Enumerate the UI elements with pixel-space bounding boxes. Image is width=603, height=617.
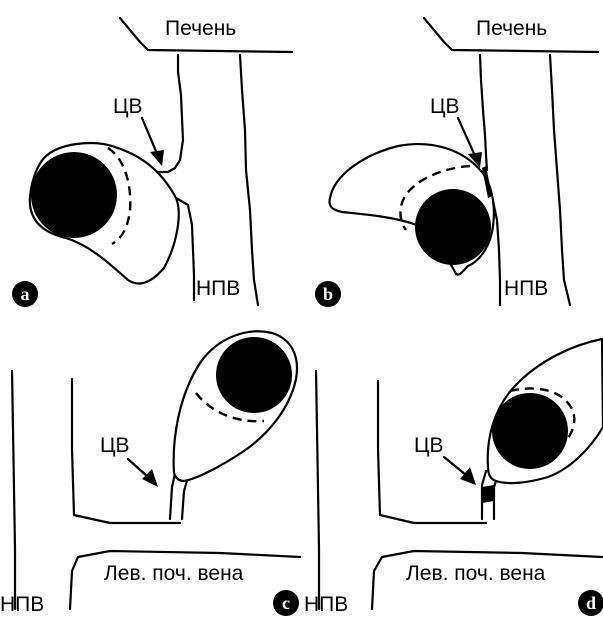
liver-label: Печень bbox=[476, 18, 547, 39]
ivc-label: НПВ bbox=[504, 278, 548, 299]
panel-badge: b bbox=[315, 281, 341, 307]
panel-a: Печень ЦВ НПВ a bbox=[0, 0, 301, 308]
panel-badge: c bbox=[273, 590, 299, 616]
ivc-right-wall bbox=[240, 55, 258, 305]
renal-vein-label: Лев. поч. вена bbox=[104, 563, 243, 584]
balloon-marker bbox=[216, 337, 292, 413]
cv-label: ЦВ bbox=[113, 96, 143, 117]
liver-label: Печень bbox=[165, 18, 236, 39]
panel-b-drawing bbox=[302, 0, 603, 308]
cv-arrow-shaft bbox=[444, 457, 466, 475]
ivc-label: НПВ bbox=[0, 594, 44, 615]
panel-c: ЦВ Лев. поч. вена НПВ c bbox=[0, 309, 301, 617]
cv-arrow-head bbox=[150, 150, 164, 166]
cv-arrow-head bbox=[460, 467, 476, 485]
cv-arrow-shaft bbox=[128, 459, 148, 477]
cv-occlusion-segment bbox=[482, 485, 494, 503]
cv-right-wall bbox=[182, 477, 188, 519]
cv-arrow-shaft bbox=[142, 118, 158, 156]
ivc-left-wall bbox=[316, 371, 319, 609]
balloon-marker bbox=[31, 152, 117, 238]
renal-vein-label: Лев. поч. вена bbox=[406, 563, 545, 584]
panel-d: ЦВ Лев. поч. вена НПВ d bbox=[302, 309, 603, 617]
ivc-left-wall bbox=[12, 371, 15, 609]
panel-b: Печень ЦВ НПВ b bbox=[302, 0, 603, 308]
cv-label: ЦВ bbox=[430, 96, 460, 117]
balloon-marker bbox=[415, 189, 491, 265]
cv-label: ЦВ bbox=[100, 435, 130, 456]
ivc-label: НПВ bbox=[304, 594, 348, 615]
panel-a-drawing bbox=[0, 0, 301, 308]
ivc-label: НПВ bbox=[196, 278, 240, 299]
balloon-marker bbox=[492, 393, 568, 469]
ivc-right-wall bbox=[550, 55, 570, 305]
panel-badge: d bbox=[578, 590, 603, 616]
panel-badge: a bbox=[12, 281, 38, 307]
cv-label: ЦВ bbox=[414, 435, 444, 456]
cv-arrow-shaft bbox=[458, 118, 476, 158]
cv-arrow-head bbox=[142, 469, 158, 487]
